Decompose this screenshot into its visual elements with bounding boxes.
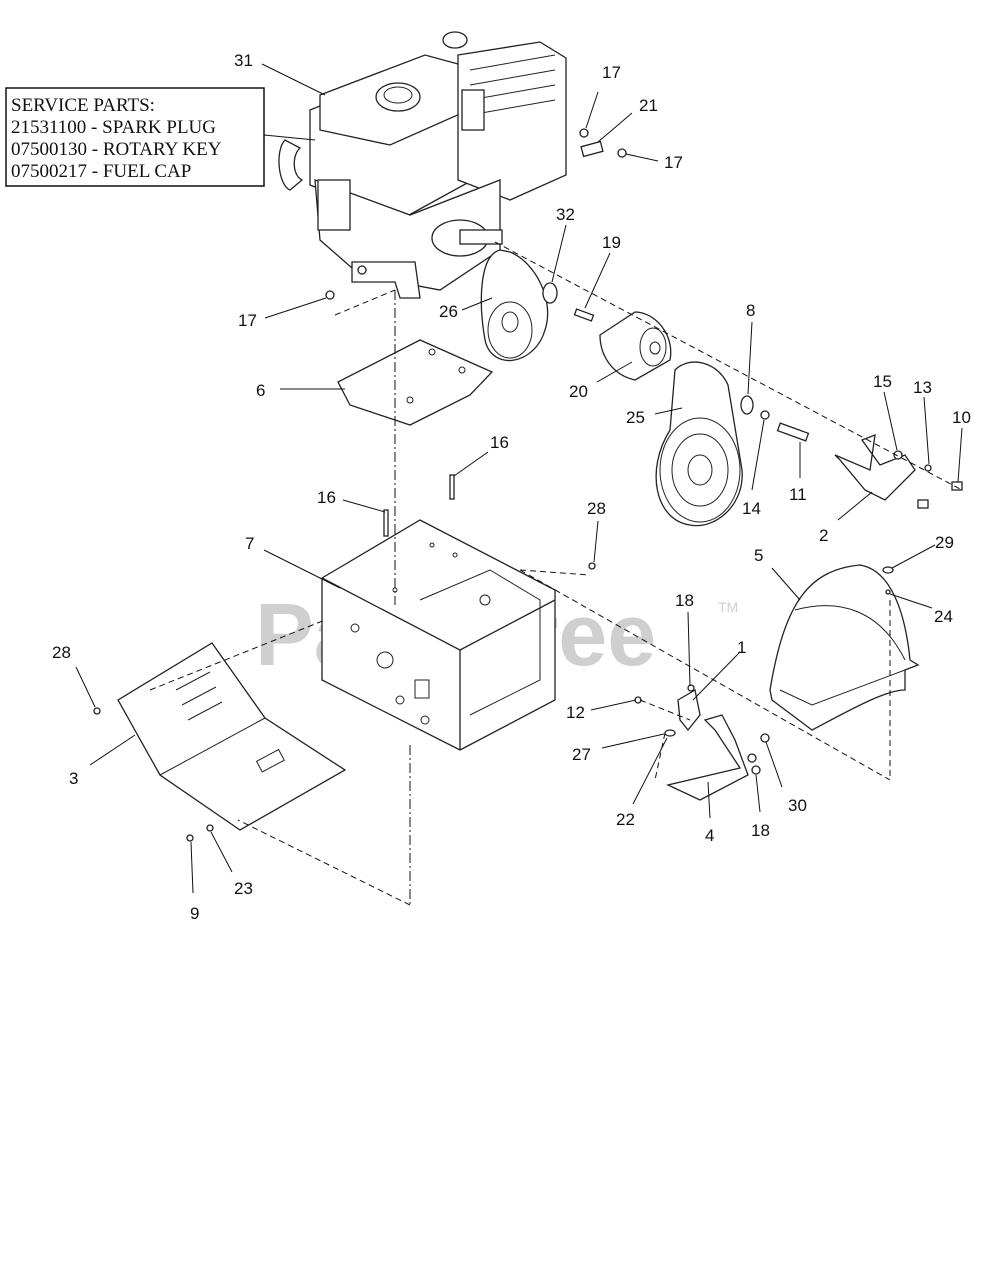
callout-32: 32 [556,205,575,224]
bracket-21 [580,140,604,158]
pin-left [383,509,389,537]
callout-1: 1 [737,638,746,657]
leader-lines [75,63,963,894]
washer-29 [882,566,894,574]
idler-bracket [834,433,963,509]
bolt [776,422,810,442]
screw-28-right [588,562,596,570]
callout-17-top: 17 [602,63,621,82]
callout-16-left: 16 [317,488,336,507]
callout-27: 27 [572,745,591,764]
screw-24 [885,589,891,595]
nut-17-right [617,148,627,158]
callout-21: 21 [639,96,658,115]
callout-16-right: 16 [490,433,509,452]
belt-cover [769,564,920,731]
callout-22: 22 [616,810,635,829]
control-panel [117,642,347,831]
nut-17-top [579,128,589,138]
callout-29: 29 [935,533,954,552]
callout-28-right: 28 [587,499,606,518]
service-part-spark-plug: 21531100 - SPARK PLUG [11,117,216,138]
callout-labels: 31 17 21 17 32 19 17 26 8 6 20 25 15 13 … [52,51,971,923]
callout-6: 6 [256,381,265,400]
pin-right [449,474,455,500]
callout-2: 2 [819,526,828,545]
callout-13: 13 [913,378,932,397]
callout-18-top: 18 [675,591,694,610]
service-parts-title: SERVICE PARTS: [11,95,155,116]
callout-8: 8 [746,301,755,320]
screw-9 [186,834,194,842]
callout-4: 4 [705,826,714,845]
small-belt-pulley [480,249,549,362]
screw-28-left [93,707,101,715]
callout-25: 25 [626,408,645,427]
service-parts-box: SERVICE PARTS: 21531100 - SPARK PLUG 075… [5,87,265,187]
callout-11: 11 [789,485,807,504]
callout-9: 9 [190,904,199,923]
nut-17-left [325,290,335,300]
callout-30: 30 [788,796,807,815]
callout-12: 12 [566,703,585,722]
key [573,308,595,322]
callout-10: 10 [952,408,971,427]
callout-15: 15 [873,372,892,391]
engine [278,31,567,299]
callout-26: 26 [439,302,458,321]
callout-3: 3 [69,769,78,788]
service-part-fuel-cap: 07500217 - FUEL CAP [11,161,191,182]
callout-24: 24 [934,607,953,626]
service-part-rotary-key: 07500130 - ROTARY KEY [11,139,222,160]
frame [321,519,556,751]
nut-17-frame [357,265,367,275]
drive-pulley [599,311,672,381]
callout-14: 14 [742,499,761,518]
callout-17-left: 17 [238,311,257,330]
callout-31: 31 [234,51,253,70]
callout-28-left: 28 [52,643,71,662]
callout-5: 5 [754,546,763,565]
assembly-lines [149,241,963,906]
washer [740,395,754,415]
callout-17-right: 17 [664,153,683,172]
nut [760,410,770,420]
callout-20: 20 [569,382,588,401]
callout-23: 23 [234,879,253,898]
callout-18-bottom: 18 [751,821,770,840]
callout-19: 19 [602,233,621,252]
spacer [542,282,558,304]
callout-7: 7 [245,534,254,553]
large-belt-pulley [655,361,743,527]
watermark-trademark: TM [718,599,738,615]
nut-23 [206,824,214,832]
engine-plate [337,339,494,426]
brake-bracket [634,684,770,801]
